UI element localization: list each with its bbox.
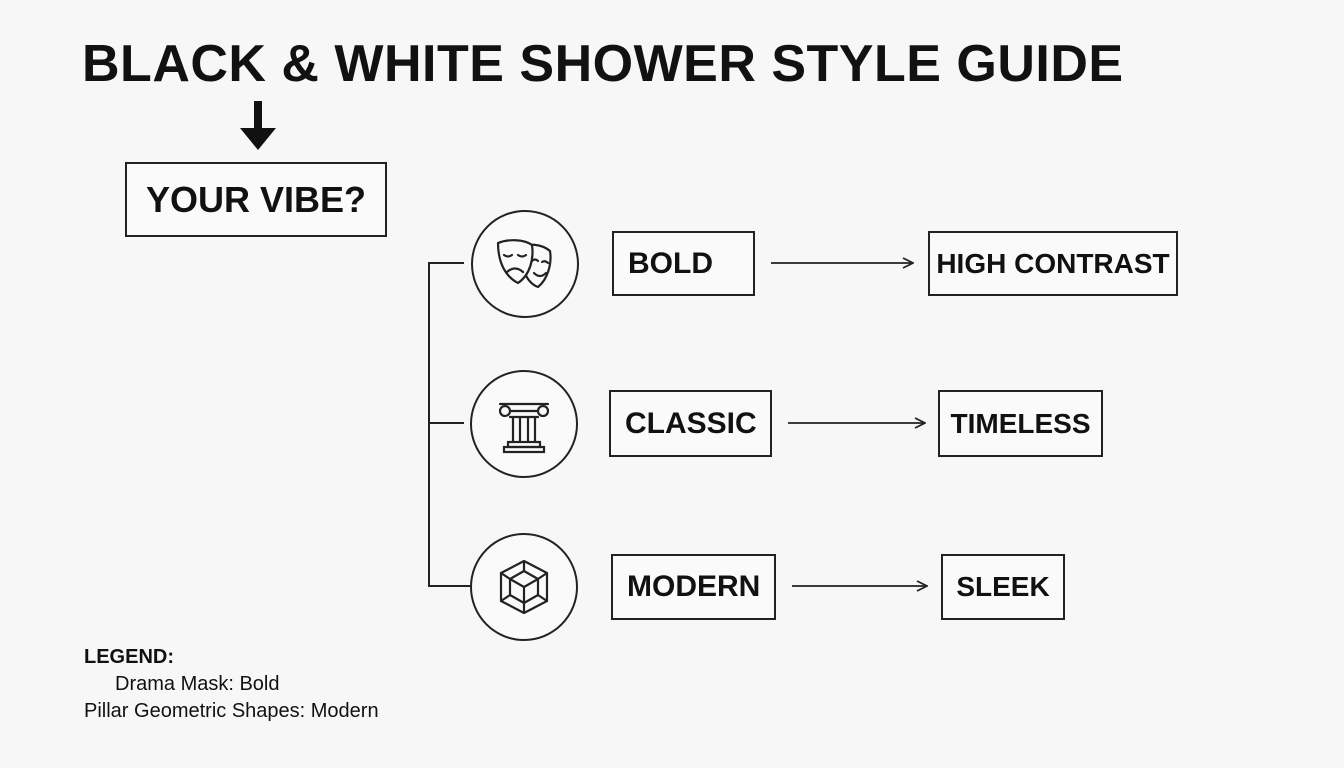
legend-item: Drama Mask: Bold	[115, 673, 280, 695]
option-bold-box: BOLD	[612, 231, 755, 296]
down-arrow-icon	[240, 101, 276, 150]
result-high-contrast-box: HIGH CONTRAST	[928, 231, 1178, 296]
page-title: BLACK & WHITE SHOWER STYLE GUIDE	[82, 35, 1124, 93]
option-modern-box: MODERN	[611, 554, 776, 620]
result-high-contrast-label: HIGH CONTRAST	[936, 247, 1170, 279]
option-modern-label: MODERN	[627, 570, 761, 603]
legend-item: Pillar Geometric Shapes: Modern	[84, 700, 379, 722]
option-modern-icon-circle	[470, 533, 578, 641]
option-classic-box: CLASSIC	[609, 390, 772, 457]
drama-masks-icon	[496, 239, 552, 289]
result-sleek-box: SLEEK	[941, 554, 1065, 620]
start-label: YOUR VIBE?	[145, 178, 367, 220]
geometric-shapes-icon	[499, 559, 549, 615]
legend-title: LEGEND:	[84, 646, 174, 668]
option-classic-label: CLASSIC	[625, 406, 757, 440]
result-timeless-label: TIMELESS	[950, 407, 1091, 439]
ionic-pillar-icon	[498, 402, 550, 454]
option-bold-label: BOLD	[628, 246, 713, 280]
result-sleek-label: SLEEK	[956, 571, 1050, 602]
legend: LEGEND: Drama Mask: Bold Pillar Geometri…	[84, 646, 379, 727]
option-classic-icon-circle	[470, 370, 578, 478]
branch-bracket	[428, 262, 470, 587]
result-timeless-box: TIMELESS	[938, 390, 1103, 457]
option-bold-icon-circle	[471, 210, 579, 318]
start-box: YOUR VIBE?	[125, 162, 387, 237]
